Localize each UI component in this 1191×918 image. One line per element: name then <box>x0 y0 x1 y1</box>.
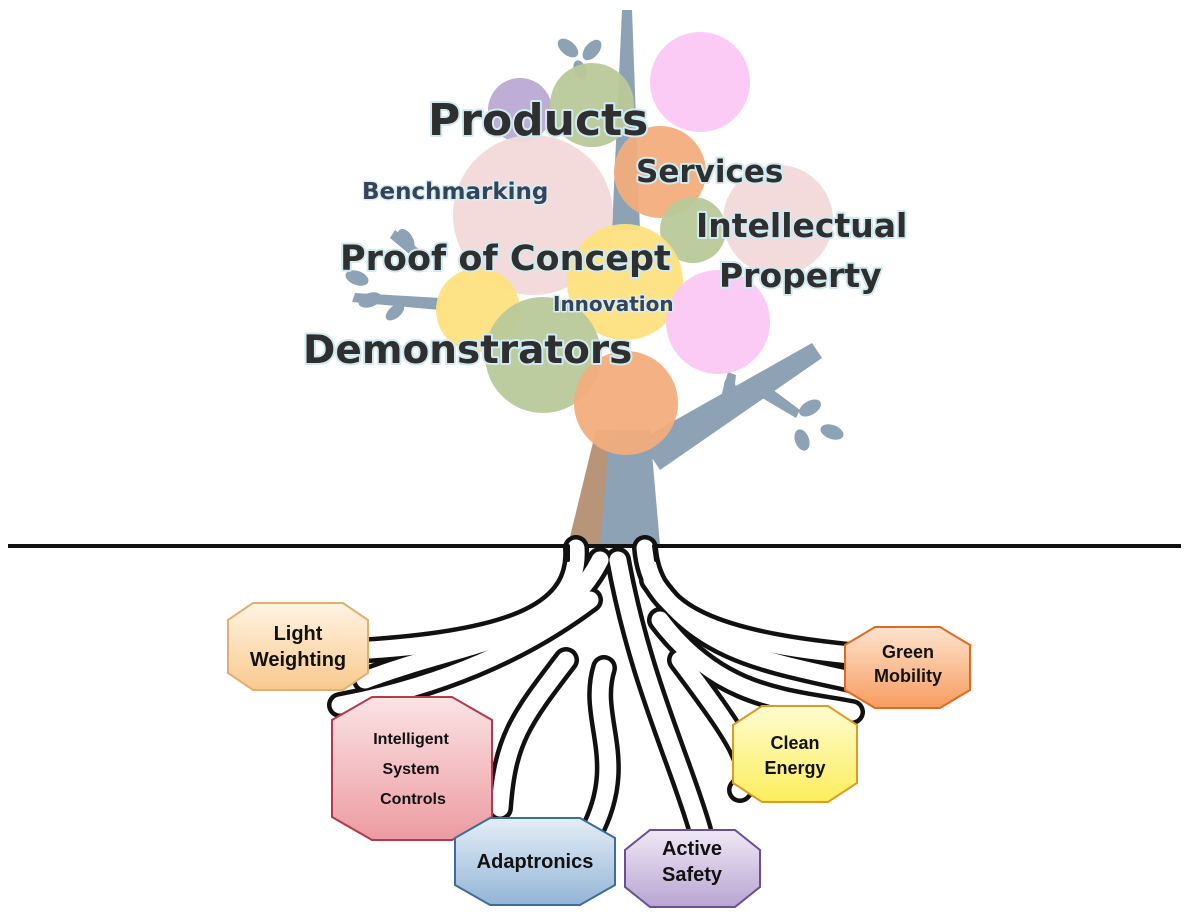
canopy-bubbles <box>436 32 833 455</box>
canopy-word-benchmarking: Benchmarking <box>362 179 548 205</box>
canopy-word-demonstrators: Demonstrators <box>303 328 632 373</box>
canopy-word-intellectual: Intellectual <box>696 206 907 245</box>
hex-light-weighting-label-1: Light <box>274 623 323 645</box>
hex-green-mobility-label-1: Green <box>882 642 934 662</box>
hex-active-safety-label-1: Active <box>662 838 722 860</box>
canopy-word-proof-of-concept: Proof of Concept <box>340 239 671 279</box>
hex-light-weighting-label-2: Weighting <box>250 649 346 671</box>
hex-light-weighting: Light Weighting <box>227 602 369 691</box>
hex-adaptronics-label: Adaptronics <box>477 851 594 873</box>
canopy-word-property: Property <box>719 256 882 295</box>
hex-adaptronics: Adaptronics <box>454 817 616 906</box>
hex-intelligent-label-1: Intelligent <box>373 731 449 748</box>
canopy-word-services: Services <box>636 154 783 190</box>
hex-clean-energy: Clean Energy <box>732 705 858 803</box>
hex-clean-energy-label-1: Clean <box>770 733 819 753</box>
hex-intelligent-label-3: Controls <box>380 791 446 808</box>
tree-roots <box>327 535 865 848</box>
hex-intelligent-label-2: System <box>383 761 440 778</box>
hex-active-safety-label-2: Safety <box>662 864 723 886</box>
hex-intelligent-system-controls: Intelligent System Controls <box>331 696 493 841</box>
hex-green-mobility-label-2: Mobility <box>874 666 942 686</box>
canopy-word-products: Products <box>428 95 648 146</box>
canopy-word-innovation: Innovation <box>553 292 674 316</box>
tree-trunk <box>568 430 660 545</box>
hex-clean-energy-label-2: Energy <box>764 758 825 778</box>
hex-green-mobility: Green Mobility <box>844 626 971 709</box>
hex-active-safety: Active Safety <box>624 829 761 908</box>
canopy-words: Products Services Benchmarking Intellect… <box>301 93 909 375</box>
